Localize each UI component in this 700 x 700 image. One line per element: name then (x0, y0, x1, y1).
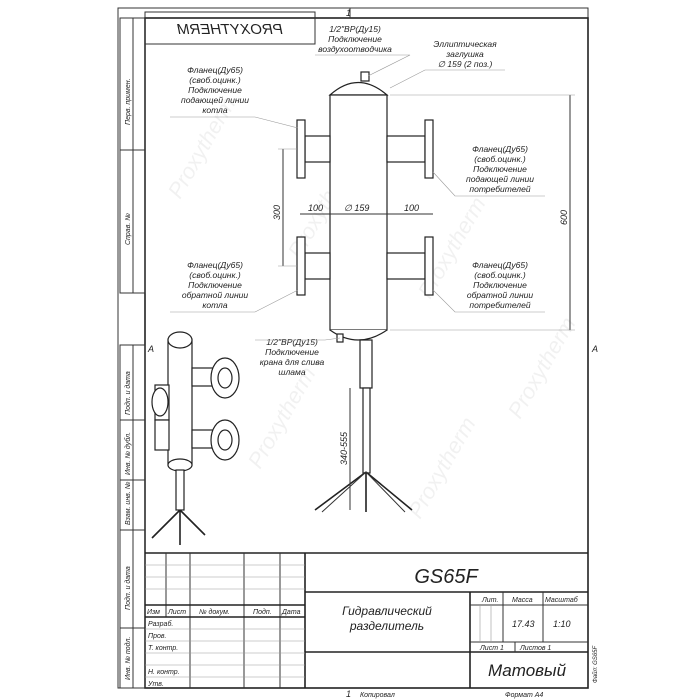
svg-text:Подключение: Подключение (188, 280, 242, 290)
svg-text:Разраб.: Разраб. (148, 620, 173, 628)
svg-text:потребителей: потребителей (469, 184, 530, 194)
side-strip: Перв. примен. Справ. № Подп. и дата Инв.… (119, 17, 146, 689)
svg-text:Дата: Дата (281, 609, 301, 616)
section-mark-right: А (591, 344, 598, 354)
svg-text:подающей линии: подающей линии (466, 174, 534, 184)
callout-boiler-supply: Фланец(Ду65) (своб.оцинк.) Подключение п… (170, 65, 299, 129)
dim-right-offset: 100 (404, 203, 419, 213)
svg-text:∅ 159 (2 поз.): ∅ 159 (2 поз.) (438, 59, 493, 69)
svg-text:Масштаб: Масштаб (545, 596, 579, 604)
svg-text:(своб.оцинк.): (своб.оцинк.) (189, 75, 241, 85)
svg-text:котла: котла (202, 300, 227, 310)
logo: PROXYTHERM (177, 21, 283, 38)
scale-value: 1:10 (553, 619, 571, 629)
svg-text:Копировал: Копировал (360, 692, 395, 699)
svg-text:Фланец(Ду65): Фланец(Ду65) (472, 144, 528, 154)
svg-text:Фланец(Ду65): Фланец(Ду65) (187, 260, 243, 270)
finish: Матовый (488, 661, 567, 680)
svg-text:Подключение: Подключение (328, 34, 382, 44)
svg-text:Инв. № дубл.: Инв. № дубл. (124, 432, 132, 475)
svg-text:1: 1 (346, 689, 351, 699)
svg-text:Подп.: Подп. (253, 608, 272, 616)
dimensions: 300 100 ∅ 159 100 600 340-555 (272, 94, 575, 510)
title-block: Изм Лист № докум. Подп. Дата Разраб. Про… (145, 552, 599, 688)
svg-text:обратной линии: обратной линии (182, 290, 248, 300)
svg-text:Подп. и дата: Подп. и дата (124, 566, 132, 610)
svg-text:Инв. № подл.: Инв. № подл. (124, 637, 132, 680)
svg-text:Листов 1: Листов 1 (519, 645, 551, 652)
svg-text:Пров.: Пров. (148, 633, 167, 640)
svg-text:Эллиптическая: Эллиптическая (433, 39, 497, 49)
callouts: 1/2"ВР(Ду15) Подключение воздухоотводчик… (170, 24, 545, 377)
drawing-name-line1: Гидравлический (342, 604, 432, 618)
svg-text:Proxytherm: Proxytherm (503, 313, 581, 423)
callout-elliptic-cap: Эллиптическая заглушка ∅ 159 (2 поз.) (389, 39, 505, 89)
svg-text:Подп. и дата: Подп. и дата (124, 371, 132, 415)
svg-text:Взам. инв. №: Взам. инв. № (125, 481, 132, 525)
callout-air-vent: 1/2"ВР(Ду15) Подключение воздухоотводчик… (315, 24, 411, 77)
svg-text:заглушка: заглушка (445, 49, 484, 59)
svg-text:котла: котла (202, 105, 227, 115)
logo-box: PROXYTHERM (144, 11, 316, 45)
dim-nozzle-spacing: 300 (272, 205, 282, 220)
svg-text:Фланец(Ду65): Фланец(Ду65) (472, 260, 528, 270)
svg-text:крана для слива: крана для слива (260, 357, 325, 367)
svg-text:Н. контр.: Н. контр. (148, 669, 180, 676)
svg-text:Масса: Масса (512, 597, 533, 604)
svg-text:(своб.оцинк.): (своб.оцинк.) (189, 270, 241, 280)
svg-text:Лист: Лист (167, 609, 186, 616)
svg-text:воздухоотводчика: воздухоотводчика (318, 44, 392, 54)
dim-height: 600 (559, 210, 569, 225)
section-mark-left: А (147, 344, 154, 354)
svg-text:Лит.: Лит. (481, 597, 498, 604)
svg-text:Т. контр.: Т. контр. (148, 645, 178, 652)
svg-text:Перв. примен.: Перв. примен. (125, 78, 132, 125)
svg-text:(своб.оцинк.): (своб.оцинк.) (474, 154, 526, 164)
svg-text:потребителей: потребителей (469, 300, 530, 310)
callout-boiler-return: Фланец(Ду65) (своб.оцинк.) Подключение о… (170, 260, 299, 313)
svg-text:(своб.оцинк.): (своб.оцинк.) (474, 270, 526, 280)
callout-consumer-return: Фланец(Ду65) (своб.оцинк.) Подключение о… (432, 260, 545, 313)
svg-text:Утв.: Утв. (147, 681, 164, 688)
dim-diameter: ∅ 159 (344, 203, 369, 213)
hydraulic-separator-front-view (296, 71, 434, 513)
svg-text:1/2"ВР(Ду15): 1/2"ВР(Ду15) (266, 337, 318, 347)
svg-text:Proxytherm: Proxytherm (243, 363, 321, 473)
svg-text:Изм: Изм (147, 609, 160, 616)
zone-number-top: 1 (346, 8, 351, 18)
svg-text:Подключение: Подключение (265, 347, 319, 357)
callout-drain: 1/2"ВР(Ду15) Подключение крана для слива… (255, 337, 341, 377)
hydraulic-separator-isometric-view (151, 331, 240, 545)
svg-text:обратной линии: обратной линии (467, 290, 533, 300)
mass-value: 17.43 (512, 619, 535, 629)
svg-text:1/2"ВР(Ду15): 1/2"ВР(Ду15) (329, 24, 381, 34)
svg-text:шлама: шлама (278, 367, 305, 377)
svg-text:Proxytherm: Proxytherm (403, 413, 481, 523)
svg-text:подающей линии: подающей линии (181, 95, 249, 105)
svg-text:Подключение: Подключение (473, 164, 527, 174)
drawing-name-line2: разделитель (349, 619, 424, 633)
svg-text:Лист 1: Лист 1 (479, 645, 504, 652)
file-name: Файл: GS65F (592, 645, 599, 683)
dim-left-offset: 100 (308, 203, 323, 213)
svg-text:Подключение: Подключение (473, 280, 527, 290)
svg-text:№ докум.: № докум. (199, 608, 230, 616)
designation: GS65F (414, 566, 479, 588)
sheet-footer: 1 Копировал Формат А4 (346, 689, 543, 699)
callout-consumer-supply: Фланец(Ду65) (своб.оцинк.) Подключение п… (432, 144, 545, 197)
svg-text:Фланец(Ду65): Фланец(Ду65) (187, 65, 243, 75)
svg-text:Подключение: Подключение (188, 85, 242, 95)
svg-text:Формат А4: Формат А4 (505, 692, 543, 699)
svg-text:Справ. №: Справ. № (125, 213, 132, 245)
dim-stand: 340-555 (339, 431, 349, 465)
